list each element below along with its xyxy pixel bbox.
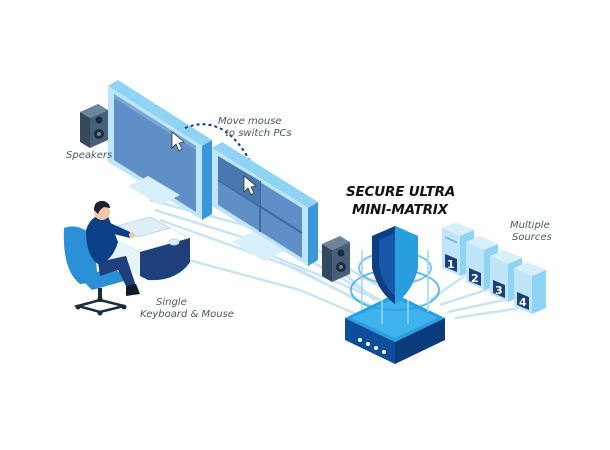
label-move-mouse-1: Move mouse xyxy=(218,116,282,127)
label-keyboard-mouse: Keyboard & Mouse xyxy=(140,309,234,320)
source-2-label: 2 xyxy=(471,272,479,285)
label-multiple: Multiple xyxy=(510,220,550,231)
monitor-right xyxy=(212,142,318,266)
cursor-icon-target xyxy=(243,175,257,196)
label-speakers: Speakers xyxy=(66,150,113,161)
title-line-2: MINI-MATRIX xyxy=(352,202,448,218)
shield-icon xyxy=(350,226,440,324)
source-3-label: 3 xyxy=(495,284,503,297)
title-line-1: SECURE ULTRA xyxy=(346,184,456,200)
person xyxy=(63,200,140,316)
source-1-label: 1 xyxy=(447,258,455,271)
label-single: Single xyxy=(156,297,187,308)
label-move-mouse-2: to switch PCs xyxy=(225,128,292,139)
monitor-left xyxy=(108,80,212,220)
matrix-device xyxy=(345,294,445,364)
cursor-icon xyxy=(171,131,185,152)
label-sources: Sources xyxy=(512,232,552,243)
source-4: 4 xyxy=(514,262,546,314)
speaker-top xyxy=(80,104,108,148)
source-3: 3 xyxy=(490,250,522,302)
speaker-middle xyxy=(322,236,350,282)
switch-arc xyxy=(184,123,253,166)
source-4-label: 4 xyxy=(519,296,527,309)
